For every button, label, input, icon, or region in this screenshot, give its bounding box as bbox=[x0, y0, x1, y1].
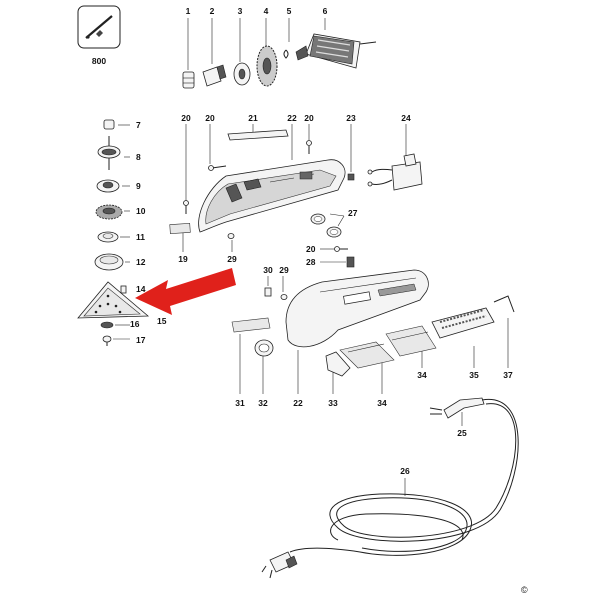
label-8: 8 bbox=[136, 152, 141, 162]
part-800-box bbox=[77, 5, 121, 49]
label-2: 2 bbox=[210, 6, 215, 16]
label-17: 17 bbox=[136, 335, 146, 345]
part-21-bar bbox=[227, 129, 289, 141]
part-24-switch bbox=[367, 153, 423, 191]
part-12-seal bbox=[94, 253, 130, 271]
label-29-a: 29 bbox=[227, 254, 237, 264]
label-37: 37 bbox=[503, 370, 513, 380]
part-25-cord-guard bbox=[429, 397, 485, 426]
part-6-armature bbox=[295, 33, 377, 69]
part-15-sanding-pad bbox=[77, 281, 150, 319]
part-20-screw-c bbox=[306, 140, 312, 154]
part-29-pin-a bbox=[227, 233, 235, 239]
label-28: 28 bbox=[306, 257, 316, 267]
label-24: 24 bbox=[401, 113, 411, 123]
part-31-plate bbox=[231, 317, 271, 333]
part-26-power-cord bbox=[289, 399, 519, 556]
label-20-c: 20 bbox=[304, 113, 314, 123]
label-19: 19 bbox=[178, 254, 188, 264]
label-29-b: 29 bbox=[279, 265, 289, 275]
label-20-a: 20 bbox=[181, 113, 191, 123]
label-1: 1 bbox=[186, 6, 191, 16]
part-17-screw bbox=[102, 335, 130, 346]
label-33: 33 bbox=[328, 398, 338, 408]
part-11-ring bbox=[97, 231, 130, 243]
label-4: 4 bbox=[264, 6, 269, 16]
label-21: 21 bbox=[248, 113, 258, 123]
part-20-screw-b bbox=[208, 165, 227, 171]
label-34-a: 34 bbox=[417, 370, 427, 380]
label-7: 7 bbox=[136, 120, 141, 130]
part-28-clip bbox=[346, 256, 355, 268]
part-34-grille-a bbox=[339, 341, 395, 369]
part-4-gear bbox=[256, 45, 278, 87]
label-10: 10 bbox=[136, 206, 146, 216]
part-2-spindle bbox=[202, 64, 227, 87]
label-6: 6 bbox=[323, 6, 328, 16]
copyright-symbol: © bbox=[521, 585, 528, 595]
label-23: 23 bbox=[346, 113, 356, 123]
part-8-eccentric bbox=[97, 136, 130, 170]
part-27-rings bbox=[310, 213, 342, 238]
label-20-b: 20 bbox=[205, 113, 215, 123]
label-16: 16 bbox=[130, 319, 140, 329]
label-30: 30 bbox=[263, 265, 273, 275]
part-3-bearing bbox=[233, 62, 251, 86]
label-31: 31 bbox=[235, 398, 245, 408]
part-23-clip bbox=[347, 173, 355, 181]
label-27: 27 bbox=[348, 208, 358, 218]
label-22-a: 22 bbox=[287, 113, 297, 123]
label-35: 35 bbox=[469, 370, 479, 380]
part-19-plate bbox=[169, 222, 191, 235]
part-22-housing-other-half bbox=[285, 269, 429, 348]
part-35-cover bbox=[431, 307, 495, 339]
part-32-ring bbox=[254, 339, 274, 357]
label-800: 800 bbox=[92, 56, 106, 66]
part-34-grille-b bbox=[385, 325, 437, 357]
label-11: 11 bbox=[136, 232, 145, 242]
label-20-d: 20 bbox=[306, 244, 316, 254]
part-30-pin bbox=[264, 287, 272, 297]
label-15: 15 bbox=[157, 316, 167, 326]
part-14-pin bbox=[120, 285, 127, 294]
top-row-leaders bbox=[187, 18, 326, 70]
part-20-screw-a bbox=[183, 200, 189, 214]
part-33-latch bbox=[325, 351, 351, 377]
label-32: 32 bbox=[258, 398, 268, 408]
part-37-key bbox=[493, 295, 515, 313]
part-5-clip bbox=[283, 49, 289, 59]
label-14: 14 bbox=[136, 284, 146, 294]
leaders-mid bbox=[182, 124, 407, 263]
label-34-b: 34 bbox=[377, 398, 387, 408]
label-22-b: 22 bbox=[293, 398, 303, 408]
part-7-pin bbox=[103, 119, 130, 130]
leaders-lower bbox=[239, 276, 509, 394]
part-10-gear bbox=[95, 204, 130, 220]
label-26: 26 bbox=[400, 466, 410, 476]
label-3: 3 bbox=[238, 6, 243, 16]
part-20-screw-d bbox=[334, 246, 348, 252]
part-16-washer bbox=[100, 321, 130, 329]
label-5: 5 bbox=[287, 6, 292, 16]
part-9-bearing bbox=[96, 179, 130, 193]
part-22-housing-half bbox=[198, 159, 346, 233]
red-arrow bbox=[135, 268, 236, 315]
label-25: 25 bbox=[457, 428, 467, 438]
label-9: 9 bbox=[136, 181, 141, 191]
part-26-plug bbox=[261, 551, 298, 579]
part-1-nut bbox=[182, 71, 195, 89]
part-29-pin-b bbox=[280, 294, 288, 300]
label-12: 12 bbox=[136, 257, 146, 267]
